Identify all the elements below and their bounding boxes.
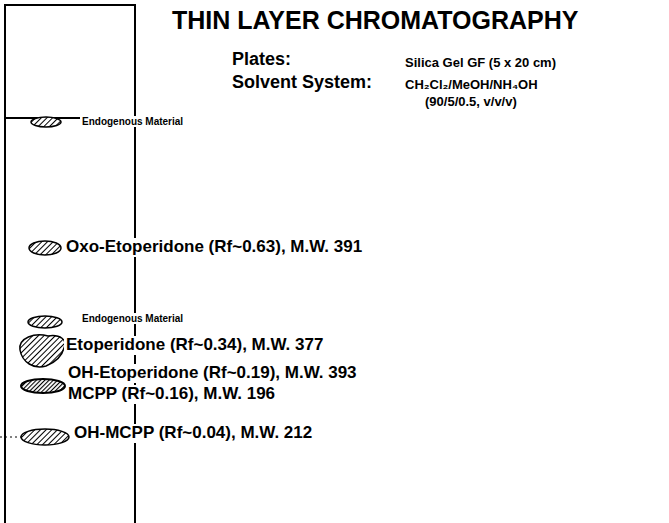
- spot-label: OH-MCPP (Rf~0.04), M.W. 212: [72, 424, 314, 443]
- spot: [29, 241, 61, 255]
- spot-label: Etoperidone (Rf~0.34), M.W. 377: [64, 336, 325, 355]
- field-value: (90/5/0.5, v/v/v): [423, 95, 519, 109]
- page-title: THIN LAYER CHROMATOGRAPHY: [170, 7, 581, 35]
- spot-label: Endogenous Material: [80, 116, 185, 127]
- spot: [20, 335, 65, 367]
- spot-label: MCPP (Rf~0.16), M.W. 196: [66, 385, 277, 404]
- spot: [31, 117, 61, 127]
- spot-label: OH-Etoperidone (Rf~0.19), M.W. 393: [66, 364, 359, 383]
- field-name: Solvent System:: [230, 73, 374, 93]
- plate-edge: [4, 118, 6, 523]
- spot-label: Endogenous Material: [80, 313, 185, 324]
- plate-top-box: [5, 5, 135, 118]
- spot: [28, 316, 62, 328]
- field-value: CH₂Cl₂/MeOH/NH₄OH: [403, 78, 540, 92]
- spot: [21, 429, 69, 445]
- field-name: Plates:: [230, 50, 293, 70]
- field-value: Silica Gel GF (5 x 20 cm): [403, 56, 558, 70]
- spot: [21, 379, 65, 393]
- spot-label: Oxo-Etoperidone (Rf~0.63), M.W. 391: [64, 238, 364, 257]
